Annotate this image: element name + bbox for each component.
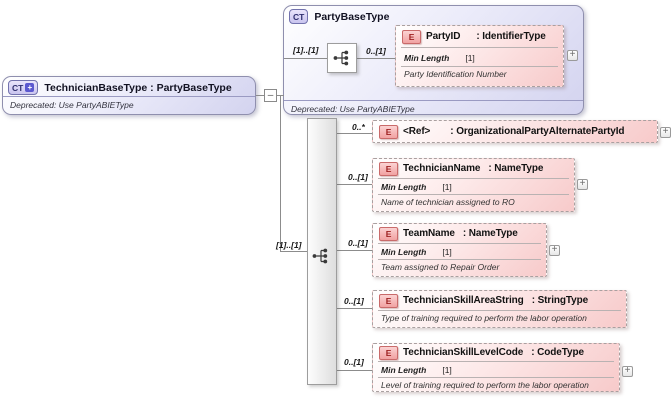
- element-name: TechnicianName: [403, 163, 481, 174]
- element-box-ref[interactable]: E <Ref> : OrganizationalPartyAlternatePa…: [372, 120, 658, 143]
- connector-line: [357, 58, 395, 59]
- sequence-icon: [333, 50, 349, 66]
- element-type: : StringType: [531, 295, 589, 306]
- element-title-row: E <Ref> : OrganizationalPartyAlternatePa…: [373, 121, 657, 142]
- row-divider: [378, 361, 614, 362]
- connector-line: [337, 370, 372, 371]
- element-name: TechnicianSkillAreaString: [403, 295, 524, 306]
- element-title-row: E TechnicianName : NameType: [373, 159, 574, 178]
- expand-button[interactable]: +: [577, 179, 588, 190]
- cardinality-label: [1]..[1]: [276, 240, 302, 250]
- complex-type-title-row: CT + TechnicianBaseType : PartyBaseType: [3, 77, 255, 96]
- element-box-teamname[interactable]: E TeamName : NameType Min Length [1] Tea…: [372, 223, 547, 277]
- connector-line: [284, 58, 327, 59]
- row-divider: [378, 259, 541, 260]
- element-type: : CodeType: [531, 347, 584, 358]
- element-name: PartyID: [426, 31, 461, 42]
- connector-line: [280, 95, 281, 252]
- cardinality-label: 0..[1]: [366, 46, 386, 56]
- element-name: TechnicianSkillLevelCode: [403, 347, 524, 358]
- element-annotation: Level of training required to perform th…: [381, 380, 589, 390]
- complex-type-icon: CT: [289, 9, 309, 24]
- element-box-technicianname[interactable]: E TechnicianName : NameType Min Length […: [372, 158, 575, 212]
- derived-plus-icon: +: [25, 83, 35, 92]
- element-icon: E: [379, 124, 398, 139]
- row-divider: [378, 377, 614, 378]
- element-icon: E: [379, 293, 398, 308]
- element-type: : IdentifierType: [476, 31, 546, 42]
- cardinality-label: 0..*: [352, 122, 365, 132]
- deprecation-annotation: Deprecated: Use PartyABIEType: [284, 100, 583, 114]
- complex-type-icon: CT +: [8, 80, 39, 95]
- element-icon: E: [402, 29, 421, 44]
- expand-button[interactable]: +: [549, 245, 560, 256]
- expand-button[interactable]: +: [567, 50, 578, 61]
- connector-line: [337, 133, 372, 134]
- element-type: : NameType: [462, 228, 518, 239]
- complex-type-icon-label: CT: [12, 82, 24, 93]
- row-divider: [378, 194, 569, 195]
- row-divider: [401, 66, 558, 67]
- complex-type-name: TechnicianBaseType : PartyBaseType: [44, 81, 232, 94]
- facet-label: Min Length: [381, 247, 427, 257]
- connector-line: [256, 95, 264, 96]
- element-name: <Ref>: [403, 126, 431, 137]
- element-annotation: Type of training required to perform the…: [381, 313, 587, 323]
- collapse-toggle[interactable]: –: [264, 89, 277, 102]
- facet-label: Min Length: [381, 365, 427, 375]
- cardinality-label: [1]..[1]: [293, 45, 319, 55]
- sequence-compositor-box[interactable]: [327, 43, 357, 73]
- element-title-row: E TechnicianSkillAreaString : StringType: [373, 291, 626, 310]
- element-annotation: Name of technician assigned to RO: [381, 197, 515, 207]
- facet-value: [1]: [442, 247, 452, 257]
- connector-line: [337, 184, 372, 185]
- element-title-row: E TechnicianSkillLevelCode : CodeType: [373, 344, 619, 361]
- element-title-row: E TeamName : NameType: [373, 224, 546, 243]
- element-icon: E: [379, 345, 398, 360]
- element-title-row: E PartyID : IdentifierType: [396, 26, 563, 47]
- facet-value: [1]: [442, 182, 452, 192]
- facet-row: Min Length [1]: [396, 48, 563, 66]
- facet-value: [1]: [442, 365, 452, 375]
- sequence-compositor-bar[interactable]: [307, 118, 337, 385]
- complex-type-box-technicianbasetype[interactable]: CT + TechnicianBaseType : PartyBaseType …: [2, 76, 256, 115]
- expand-button[interactable]: +: [660, 127, 671, 138]
- facet-value: [1]: [465, 52, 475, 63]
- facet-row: Min Length [1]: [373, 179, 574, 194]
- complex-type-icon-label: CT: [293, 11, 305, 22]
- element-box-technicianskillareastring[interactable]: E TechnicianSkillAreaString : StringType…: [372, 290, 627, 328]
- connector-line: [280, 251, 307, 252]
- facet-row: Min Length [1]: [373, 362, 619, 377]
- element-icon: E: [379, 161, 398, 176]
- cardinality-label: 0..[1]: [348, 238, 368, 248]
- deprecation-annotation: Deprecated: Use PartyABIEType: [3, 96, 255, 110]
- connector-line: [337, 250, 372, 251]
- row-divider: [378, 178, 569, 179]
- cardinality-label: 0..[1]: [348, 172, 368, 182]
- connector-line: [337, 308, 372, 309]
- facet-label: Min Length: [381, 182, 427, 192]
- facet-label: Min Length: [404, 52, 450, 63]
- element-annotation: Party Identification Number: [404, 69, 507, 79]
- sequence-icon: [311, 246, 331, 271]
- complex-type-name: PartyBaseType: [314, 10, 390, 23]
- row-divider: [401, 47, 558, 48]
- complex-type-title-row: CT PartyBaseType: [284, 6, 583, 25]
- element-box-technicianskilllevelcode[interactable]: E TechnicianSkillLevelCode : CodeType Mi…: [372, 343, 620, 392]
- row-divider: [378, 243, 541, 244]
- element-type: : NameType: [488, 163, 544, 174]
- element-icon: E: [379, 226, 398, 241]
- facet-row: Min Length [1]: [373, 244, 546, 259]
- expand-button[interactable]: +: [622, 366, 633, 377]
- cardinality-label: 0..[1]: [344, 357, 364, 367]
- element-box-partyid[interactable]: E PartyID : IdentifierType Min Length [1…: [395, 25, 564, 87]
- row-divider: [378, 310, 621, 311]
- collapse-minus-icon: –: [267, 89, 274, 101]
- cardinality-label: 0..[1]: [344, 296, 364, 306]
- element-name: TeamName: [403, 228, 455, 239]
- element-annotation: Team assigned to Repair Order: [381, 262, 500, 272]
- element-type: : OrganizationalPartyAlternatePartyId: [450, 126, 625, 137]
